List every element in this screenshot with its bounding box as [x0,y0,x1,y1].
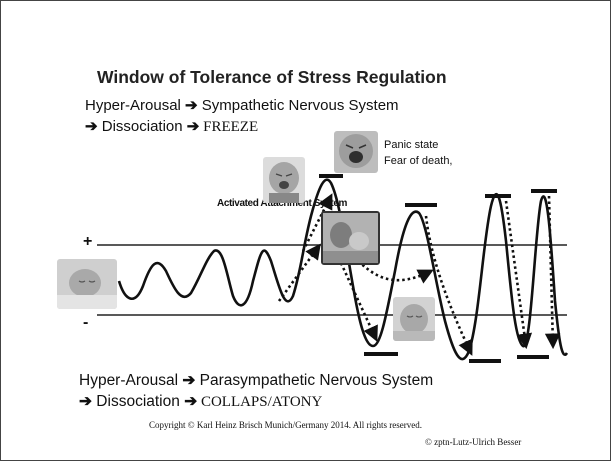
dotted-arrow-right [346,248,434,284]
panic-state-note: Panic state Fear of death, [384,137,484,169]
arrow-right-icon: ➔ [85,118,98,135]
dotted-arrow-up-2 [301,193,333,252]
trough-bar-1 [364,352,398,356]
trough-bar-2 [469,359,501,363]
arrow-right-icon: ➔ [79,393,92,410]
peak-bar-1 [319,174,343,178]
sleeping-baby-photo [57,259,117,309]
plus-sign: + [83,233,93,250]
hyper-arousal-label: Hyper-Arousal [85,97,186,114]
dotted-arrow-down-3 [504,200,533,350]
arrow-right-icon: ➔ [182,372,196,389]
hyper-arousal-line: Hyper-Arousal ➔ Sympathetic Nervous Syst… [85,96,399,114]
slide-title: Window of Tolerance of Stress Regulation [97,67,447,87]
arrow-right-icon: ➔ [184,393,198,410]
freeze-label: FREEZE [199,119,259,135]
parasympathetic-line: Hyper-Arousal ➔ Parasympathetic Nervous … [79,371,433,390]
dotted-arrow-down-2 [424,215,473,356]
collapse-label: COLLAPS/ATONY [197,394,323,410]
peak-bar-4 [531,189,557,193]
collapse-line: ➔ Dissociation ➔ COLLAPS/ATONY [79,392,322,411]
dissociation-label: Dissociation [97,118,187,135]
dotted-arrow-down-1 [339,262,378,342]
panic-state-label: Panic state [384,139,439,151]
minus-sign: - [83,314,89,331]
peak-bar-3 [485,194,511,198]
parasympathetic-label: Parasympathetic Nervous System [195,372,434,389]
freeze-line: ➔ Dissociation ➔ FREEZE [85,117,258,136]
mother-baby-photo [321,211,380,265]
arrow-right-icon: ➔ [185,97,198,114]
credit-notice: © zptn-Lutz-Ulrich Besser [425,437,522,447]
trough-bar-3 [517,355,549,359]
fear-of-death-label: Fear of death, [384,155,453,167]
screaming-baby-photo [334,131,378,173]
hyper-arousal-label-2: Hyper-Arousal [79,372,183,389]
newborn-photo [393,297,435,341]
dissociation-label-2: Dissociation [92,393,185,410]
crying-baby-photo [263,157,305,203]
arrow-right-icon: ➔ [186,118,200,135]
dotted-arrow-up-1 [277,243,321,302]
copyright-notice: Copyright © Karl Heinz Brisch Munich/Ger… [149,420,423,430]
activated-attachment-label: Activated Attachment System [217,198,347,209]
sympathetic-label: Sympathetic Nervous System [197,97,399,114]
peak-bar-2 [405,203,437,207]
